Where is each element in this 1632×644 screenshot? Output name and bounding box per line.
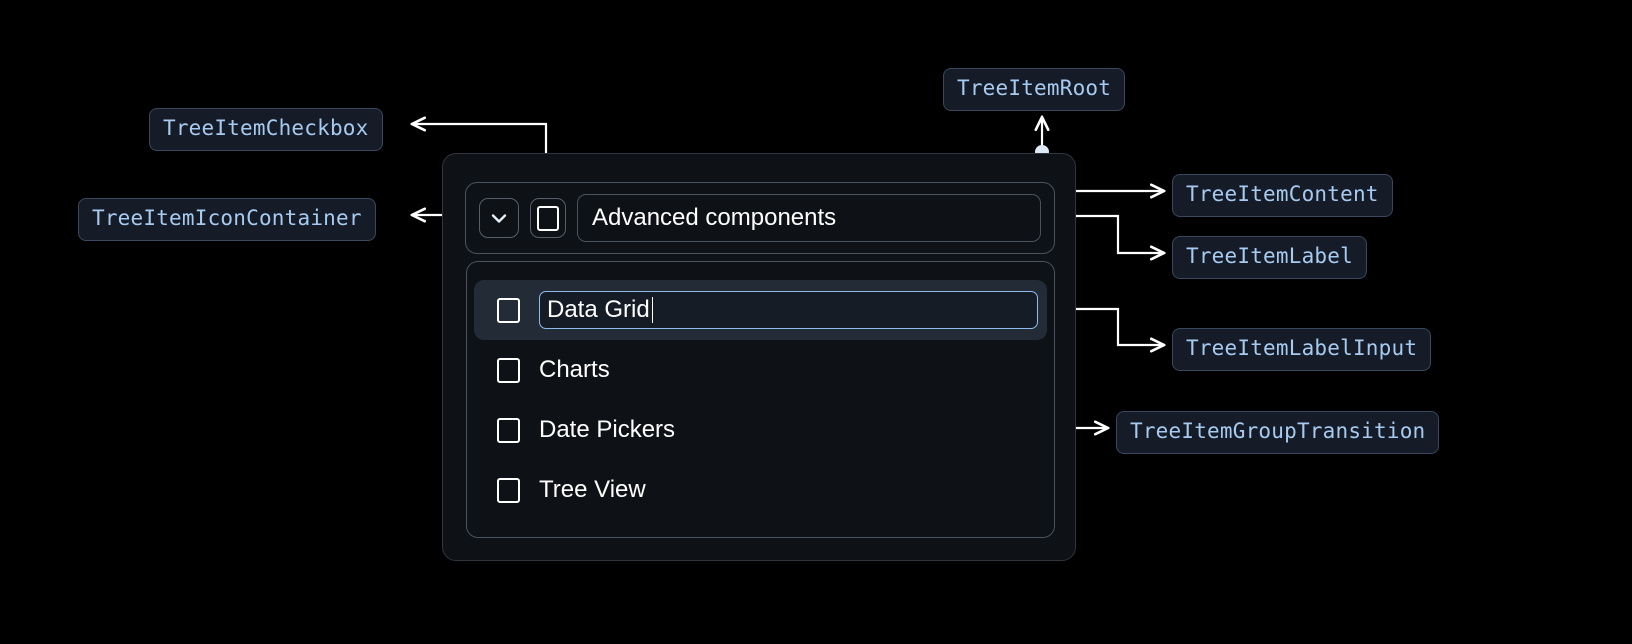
- tree-child-row-tree-view[interactable]: Tree View: [467, 460, 1054, 520]
- tree-item-label-input-value: Data Grid: [547, 296, 650, 323]
- annotation-chip-treeitemgrouptransition: TreeItemGroupTransition: [1116, 411, 1440, 454]
- tree-item-root[interactable]: Advanced components Data Grid Charts Dat…: [442, 153, 1076, 561]
- tree-child-row-date-pickers[interactable]: Date Pickers: [467, 400, 1054, 460]
- tree-item-label-tree-view: Tree View: [539, 476, 646, 503]
- tree-item-label-charts: Charts: [539, 356, 610, 383]
- tree-child-row-data-grid[interactable]: Data Grid: [474, 280, 1047, 340]
- annotation-chip-treeitemlabelinput: TreeItemLabelInput: [1172, 328, 1432, 371]
- tree-item-checkbox-tree-view[interactable]: [497, 477, 520, 503]
- tree-item-label-date-pickers: Date Pickers: [539, 416, 676, 443]
- annotation-chip-treeitemlabel: TreeItemLabel: [1172, 236, 1367, 279]
- tree-item-checkbox-date-pickers[interactable]: [497, 417, 520, 443]
- tree-item-label[interactable]: Advanced components: [577, 194, 1041, 242]
- tree-item-label-text: Advanced components: [592, 204, 837, 231]
- tree-item-checkbox-data-grid[interactable]: [497, 297, 520, 323]
- checkbox-box-unchecked: [537, 205, 559, 231]
- chevron-down-icon: [491, 214, 507, 223]
- tree-child-row-charts[interactable]: Charts: [467, 340, 1054, 400]
- tree-item-group-transition: Data Grid Charts Date Pickers Tree View: [466, 261, 1055, 538]
- tree-item-checkbox-charts[interactable]: [497, 357, 520, 383]
- tree-item-icon-container[interactable]: [479, 198, 519, 238]
- annotation-chip-treeitemcontent: TreeItemContent: [1172, 174, 1393, 217]
- annotation-chip-treeitemcheckbox: TreeItemCheckbox: [149, 108, 383, 151]
- tree-item-checkbox[interactable]: [530, 198, 566, 238]
- text-caret: [651, 297, 654, 323]
- annotation-chip-treeitemiconcontainer: TreeItemIconContainer: [78, 198, 376, 241]
- annotation-chip-treeitemroot: TreeItemRoot: [943, 68, 1126, 111]
- tree-item-label-input[interactable]: Data Grid: [539, 291, 1038, 329]
- tree-item-content[interactable]: Advanced components: [465, 182, 1055, 254]
